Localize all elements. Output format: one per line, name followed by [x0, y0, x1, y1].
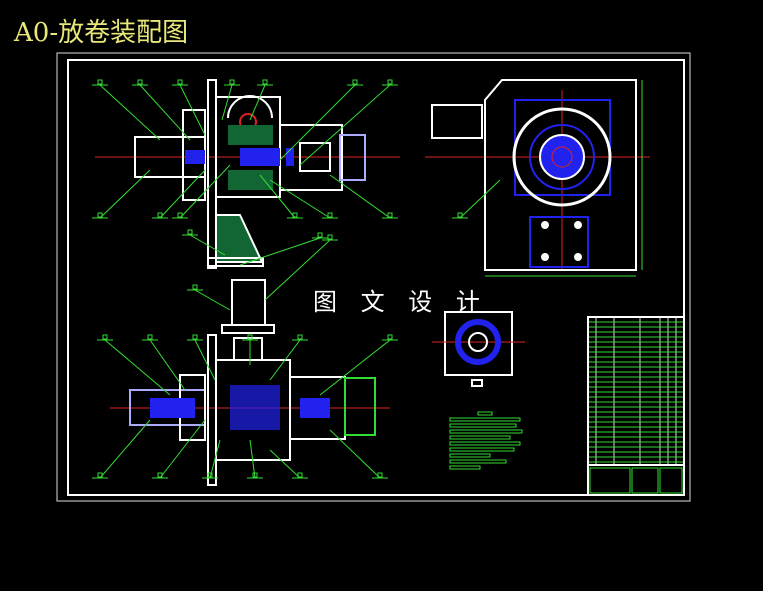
note-line: [449, 447, 515, 452]
leader-line: [249, 439, 256, 479]
drawing-title: A0-放卷装配图: [14, 18, 189, 48]
title-block-frame: [587, 316, 685, 496]
motor-view: [221, 279, 275, 334]
leader-line: [269, 339, 301, 381]
part-number-tag: [327, 212, 333, 218]
title-block-cell: [631, 467, 659, 494]
detail-view: [432, 311, 525, 387]
part-number-tag: [262, 79, 268, 85]
note-line: [449, 441, 521, 446]
note-line: [449, 417, 521, 422]
part-number-tag: [157, 472, 163, 478]
part-number-tag: [177, 79, 183, 85]
leader-line: [104, 339, 171, 396]
part-number-tag: [247, 334, 253, 340]
leader-line: [209, 439, 221, 479]
note-line: [449, 453, 491, 458]
leader-line: [239, 237, 321, 266]
leader-line: [259, 174, 296, 219]
leader-line: [149, 339, 186, 391]
leader-line: [329, 429, 381, 479]
part-number-tag: [187, 229, 193, 235]
title-block-cell: [589, 467, 631, 494]
leader-line: [269, 179, 331, 219]
part-number-tag: [387, 212, 393, 218]
title-block-and-parts-list: [587, 316, 685, 496]
side-view: [425, 79, 650, 277]
part-number-tag: [387, 79, 393, 85]
leader-line: [139, 84, 191, 141]
part-number-tag: [297, 334, 303, 340]
note-line: [449, 465, 481, 470]
part-number-tag: [317, 232, 323, 238]
leader-line: [179, 84, 206, 136]
note-line: [449, 423, 517, 428]
leader-line: [279, 84, 356, 161]
part-number-tag: [192, 284, 198, 290]
part-number-tag: [177, 212, 183, 218]
note-line: [477, 411, 493, 416]
part-number-tag: [292, 212, 298, 218]
part-number-tag: [229, 79, 235, 85]
part-number-tag: [102, 334, 108, 340]
title-block-cell: [659, 467, 683, 494]
leader-line: [99, 169, 151, 219]
leader-line: [299, 84, 391, 166]
part-number-tag: [352, 79, 358, 85]
leader-line: [459, 179, 501, 219]
sheet-border: [56, 52, 691, 502]
leader-line: [194, 339, 216, 381]
leader-line: [264, 239, 331, 301]
technical-notes: [449, 411, 523, 470]
part-number-tag: [387, 334, 393, 340]
part-number-tag: [97, 212, 103, 218]
part-number-tag: [97, 79, 103, 85]
leader-lines: [92, 79, 501, 479]
note-line: [449, 459, 507, 464]
leader-line: [194, 289, 231, 311]
part-number-tag: [207, 472, 213, 478]
part-number-tag: [192, 334, 198, 340]
part-number-tag: [157, 212, 163, 218]
leader-line: [159, 169, 206, 219]
leader-line: [179, 164, 231, 219]
leader-line: [159, 419, 206, 479]
leader-line: [269, 449, 301, 479]
leader-line: [329, 174, 391, 219]
front-section-view: [95, 79, 400, 269]
part-number-tag: [327, 234, 333, 240]
leader-line: [319, 339, 391, 396]
leader-line: [99, 84, 161, 141]
part-number-tag: [297, 472, 303, 478]
leader-line: [99, 419, 151, 479]
note-line: [449, 435, 511, 440]
part-number-tag: [457, 212, 463, 218]
part-number-tag: [377, 472, 383, 478]
note-line: [449, 429, 523, 434]
watermark: 图 文 设 计: [313, 288, 488, 316]
part-number-tag: [147, 334, 153, 340]
part-number-tag: [252, 472, 258, 478]
leader-line: [221, 84, 233, 121]
part-number-tag: [97, 472, 103, 478]
leader-line: [189, 234, 226, 256]
part-number-tag: [137, 79, 143, 85]
leader-line: [249, 84, 266, 121]
